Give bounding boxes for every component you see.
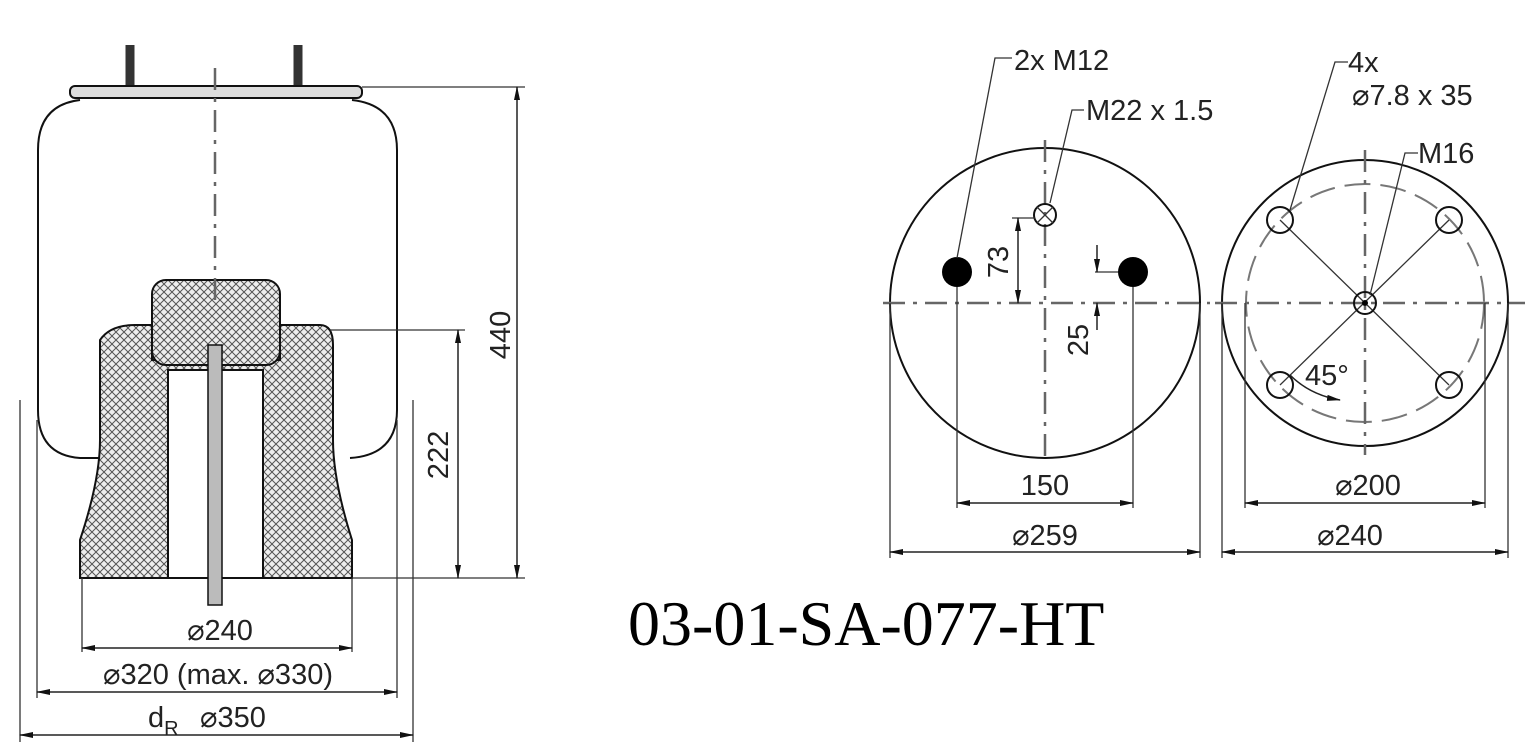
piston-height-dimension: 222	[423, 431, 455, 479]
height-dimension: 440	[485, 311, 517, 359]
side-view: 440 222 ⌀240 ⌀320 (max. ⌀330) dR ⌀350	[19, 45, 525, 742]
stud-spacing: 150	[1021, 470, 1069, 502]
holes-count: 4x	[1348, 47, 1379, 79]
holes-spec: ⌀7.8 x 35	[1352, 80, 1473, 112]
offset-73: 73	[983, 246, 1015, 278]
stud-hole-left	[942, 257, 972, 287]
stud-hole-right	[1118, 257, 1148, 287]
mount-hole	[1435, 206, 1463, 234]
stud-label: 2x M12	[1014, 45, 1109, 77]
air-inlet-icon	[1033, 203, 1057, 227]
bottom-view: 4x ⌀7.8 x 35 M16 45° ⌀200 ⌀240	[1215, 47, 1525, 558]
air-inlet-label: M22 x 1.5	[1086, 95, 1213, 127]
bellows-diameter: ⌀320 (max. ⌀330)	[103, 659, 333, 691]
mount-hole	[1435, 371, 1463, 399]
center-thread-icon	[1353, 291, 1377, 315]
bolt-circle-diameter: ⌀200	[1335, 470, 1401, 502]
offset-25: 25	[1063, 324, 1095, 356]
base-diameter: ⌀240	[1317, 520, 1383, 552]
mount-hole	[1266, 371, 1294, 399]
piston-diameter: ⌀240	[187, 615, 253, 647]
angle-label: 45°	[1305, 360, 1349, 392]
center-thread-label: M16	[1418, 138, 1474, 170]
center-bolt	[207, 344, 223, 606]
bellows	[37, 99, 398, 459]
dr-diameter: ⌀350	[200, 702, 266, 734]
dr-symbol: dR	[148, 702, 179, 740]
top-diameter: ⌀259	[1012, 520, 1078, 552]
top-view: 2x M12 M22 x 1.5 73 25 150 ⌀259	[883, 45, 1213, 558]
mount-hole	[1266, 206, 1294, 234]
part-number: 03-01-SA-077-HT	[628, 588, 1104, 659]
